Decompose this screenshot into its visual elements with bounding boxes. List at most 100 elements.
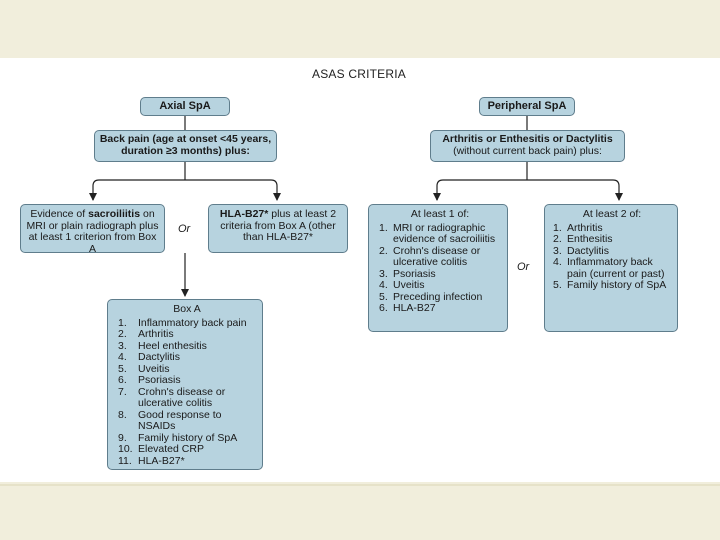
hla-b27-label: HLA-B27* (219, 208, 269, 220)
list-item: 7. Crohn's disease or (118, 385, 256, 399)
list-item-text: Dactylitis (567, 244, 610, 257)
list-item-number: 7. (118, 385, 127, 398)
criterion-text: MRI or plain radiograph plus (26, 219, 159, 232)
or-label-axial: Or (178, 223, 191, 235)
list-item-number: 5. (118, 362, 127, 375)
list-item: ulcerative colitis (379, 256, 501, 269)
list-item: 5. Family history of SpA (553, 279, 671, 292)
list-item: pain (current or past) (553, 267, 671, 281)
list-item-number: 3. (379, 267, 388, 280)
box-a-header: Box A (173, 303, 201, 315)
list-item-number: 2. (379, 244, 388, 257)
list-item-text: Dactylitis (138, 351, 181, 363)
list-item-text: Inflammatory back pain (138, 316, 247, 329)
list-item: 6. Psoriasis (118, 374, 256, 387)
peripheral-entry-box: Arthritis or Enthesitis or Dactylitis (w… (430, 130, 625, 162)
list-item-text: Psoriasis (138, 374, 181, 386)
hla-b27-criterion-box: HLA-B27* plus at least 2 criteria from B… (208, 204, 348, 253)
list-item: 11.HLA-B27* (118, 454, 256, 468)
list-item-number: 4. (553, 256, 562, 268)
list-item-text: Heel enthesitis (138, 339, 207, 352)
at-least-2-header: At least 2 of: (582, 208, 642, 220)
list-item-text: HLA-B27* (138, 454, 185, 467)
list-item-number: 1. (553, 221, 562, 234)
list-item-text: Family history of SpA (138, 431, 238, 444)
list-item: evidence of sacroiliitis (379, 233, 501, 246)
box-a: Box A 1. Inflammatory back pain 2. Arthriti… (107, 299, 263, 470)
axial-entry-line1: (age at onset <45 years, (149, 133, 272, 145)
list-item-number: 5. (553, 279, 562, 291)
sacroiliitis-label: sacroiliitis (88, 208, 141, 220)
list-item-text: Arthritis (567, 221, 603, 234)
list-item-text: Crohn's disease or (138, 385, 226, 398)
list-item-text: Uveitis (138, 362, 170, 375)
criterion-text: at least 1 criterion from Box A (28, 231, 157, 255)
list-item-text: MRI or radiographic (393, 221, 486, 234)
axial-branch (92, 179, 281, 201)
list-item: 4.Inflammatory back (553, 256, 671, 269)
list-item-number: 2. (118, 328, 127, 340)
bottom-band (0, 482, 720, 540)
peripheral-spa-header: Peripheral SpA (479, 97, 575, 116)
criterion-text: Evidence of (30, 208, 89, 220)
list-item-number: 3. (118, 339, 127, 352)
list-item-text: pain (current or past) (567, 267, 665, 280)
list-item: 2. Crohn's disease or (379, 244, 501, 258)
list-item-text: HLA-B27 (393, 302, 436, 314)
axial-spa-header: Axial SpA (140, 97, 230, 116)
list-item-text: ulcerative colitis (138, 397, 213, 409)
or-label-peripheral: Or (517, 261, 530, 273)
criterion-text: plus at least 2 (268, 208, 337, 220)
box-a-list: 1. Inflammatory back pain 2. Arthritis 3. Hee… (118, 316, 256, 468)
list-item-number: 1. (379, 221, 388, 234)
list-item-number: 6. (379, 302, 388, 314)
list-item: 4. Uveitis (379, 279, 501, 292)
list-item: 8. Good response to NSAIDs (118, 408, 256, 433)
list-item-number (118, 398, 138, 410)
list-item: 1. MRI or radiographic (379, 221, 501, 235)
list-item: ulcerative colitis (118, 397, 256, 410)
list-item-number: 1. (118, 316, 127, 329)
list-item-text: Enthesitis (567, 233, 613, 245)
diagram-title: ASAS CRITERIA (312, 67, 406, 81)
list-item: 4. Dactylitis (118, 351, 256, 364)
list-item-text: Arthritis (138, 328, 174, 340)
bottom-band-rule (0, 484, 720, 486)
list-item-text: Crohn's disease or (393, 244, 481, 257)
list-item-text: evidence of sacroiliitis (393, 233, 496, 245)
list-item-number: 4. (379, 279, 388, 291)
list-item-text: Family history of SpA (567, 279, 667, 291)
list-item-number: 8. (118, 408, 127, 421)
list-item-text: Good response to NSAIDs (138, 408, 222, 432)
list-item-text: Elevated CRP (138, 443, 204, 455)
peripheral-entry-line2: (without current back pain) plus: (453, 144, 602, 157)
list-item: 3. Heel enthesitis (118, 339, 256, 353)
list-item: 3. Psoriasis (379, 267, 501, 281)
list-item-number: 4. (118, 351, 127, 363)
list-item-number: 6. (118, 374, 127, 386)
list-item: 1. Inflammatory back pain (118, 316, 256, 330)
list-item: 1. Arthritis (553, 221, 671, 235)
list-item: 5. Preceding infection (379, 290, 501, 304)
list-item-text: Uveitis (393, 279, 425, 291)
axial-entry-line2: duration ≥3 months) plus: (121, 144, 250, 157)
sacroiliitis-criterion-box: Evidence of sacroiliitis on MRI or plain… (20, 204, 165, 255)
list-item-number: 9. (118, 431, 127, 444)
list-item-text: Preceding infection (393, 290, 483, 303)
list-item-number: 5. (379, 290, 388, 303)
list-item-number (379, 234, 393, 246)
list-item: 6. HLA-B27 (379, 302, 501, 315)
criterion-text: criteria from Box A (other (220, 219, 336, 232)
peripheral-branch (436, 179, 623, 201)
back-pain-label: Back pain (99, 133, 150, 145)
list-item: 2. Arthritis (118, 328, 256, 341)
list-item-text: Psoriasis (393, 267, 436, 280)
list-item-number (379, 257, 393, 269)
list-item-number: 2. (553, 233, 562, 245)
peripheral-entry-line1: Arthritis or Enthesitis or Dactylitis (442, 133, 613, 145)
